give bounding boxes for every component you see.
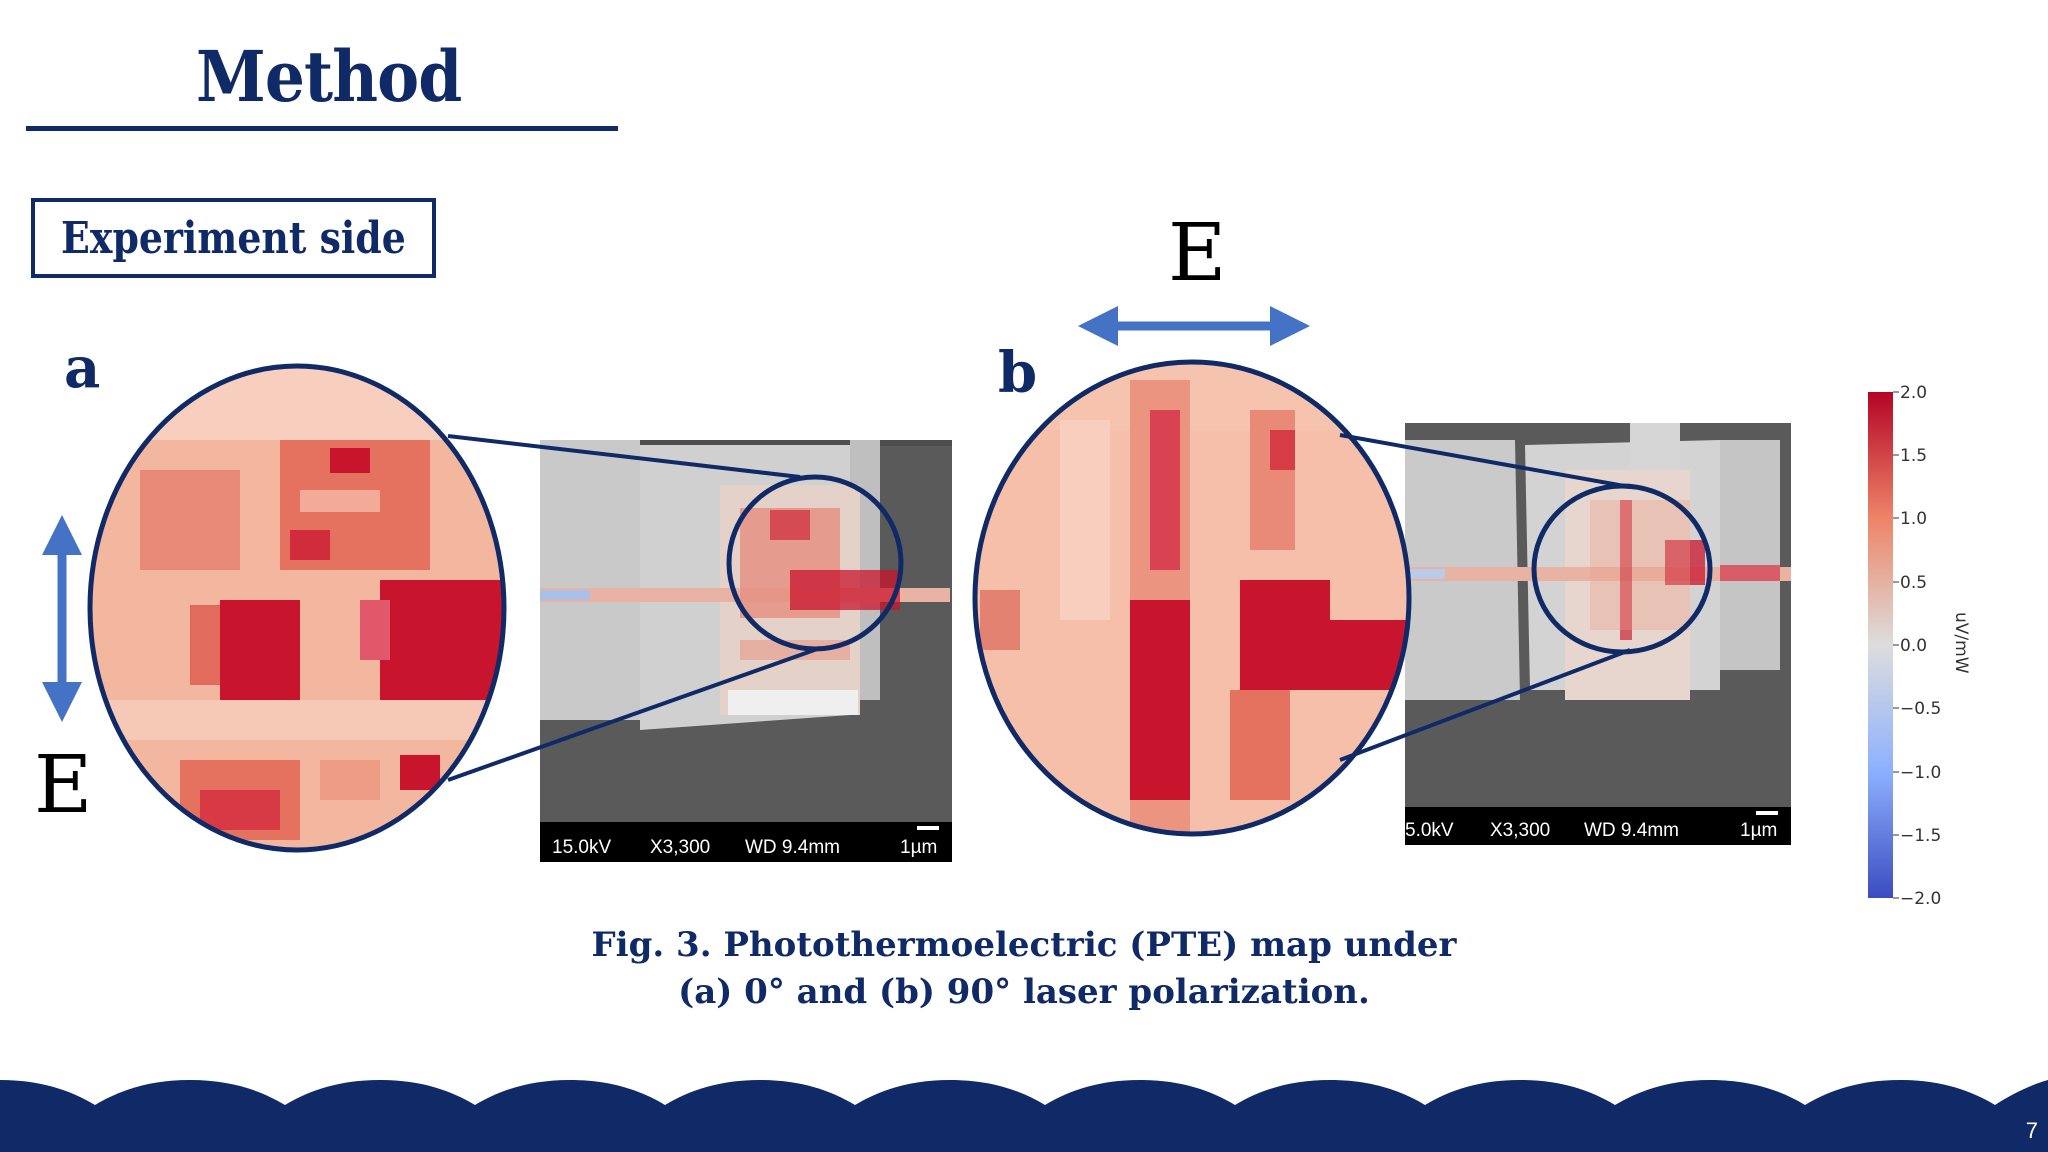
experiment-side-box: Experiment side [31,198,436,278]
connector-b-top [1339,433,1631,489]
panel-b-letter: b [998,340,1038,406]
colorbar-tick: 1.5 [1900,446,1927,466]
sem-b-voltage: 5.0kV [1405,820,1454,841]
colorbar-tick: −0.5 [1900,699,1941,719]
colorbar-tick: 0.5 [1900,573,1927,593]
title-underline [26,126,618,131]
zoom-heatmap-a [90,366,504,850]
page-number: 7 [2025,1118,2038,1143]
colorbar-label: uV/mW [1951,612,1971,674]
panel-b-field-label: E [1168,206,1227,299]
field-arrow-b [1078,306,1310,346]
sem-image-a [540,440,952,862]
sem-a-working-distance: WD 9.4mm [745,837,840,858]
zoom-circle-a [87,363,507,853]
connector-b-bottom [1339,648,1631,762]
colorbar-ticks [1893,391,1899,899]
zoom-circle-b [972,359,1412,837]
figure-caption-line1: Fig. 3. Photothermoelectric (PTE) map un… [591,925,1457,965]
zoom-heatmap-b [975,362,1409,834]
sem-b-scale: 1µm [1740,820,1777,841]
sem-image-b [1405,423,1791,845]
sem-a-magnification: X3,300 [650,837,710,858]
sem-b-working-distance: WD 9.4mm [1584,820,1679,841]
connector-a-bottom [447,646,821,782]
colorbar-tick: 0.0 [1900,636,1927,656]
panel-a-letter: a [64,335,101,401]
field-arrow-a [42,515,82,722]
colorbar-tick: 1.0 [1900,509,1927,529]
colorbar-gradient [1868,392,1893,898]
figure-caption-line2: (a) 0° and (b) 90° laser polarization. [678,972,1370,1012]
connector-a-top [447,434,801,479]
slide-title: Method [196,35,462,118]
experiment-side-label: Experiment side [61,212,406,264]
colorbar-tick: 2.0 [1900,383,1927,403]
panel-a-field-label: E [34,738,93,831]
colorbar-tick: −1.0 [1900,763,1941,783]
sem-b-magnification: X3,300 [1490,820,1550,841]
colorbar-tick: −2.0 [1900,889,1941,909]
wave-footer [0,1080,2048,1152]
sem-a-voltage: 15.0kV [552,837,611,858]
colorbar-tick: −1.5 [1900,826,1941,846]
sem-a-scale: 1µm [900,837,937,858]
